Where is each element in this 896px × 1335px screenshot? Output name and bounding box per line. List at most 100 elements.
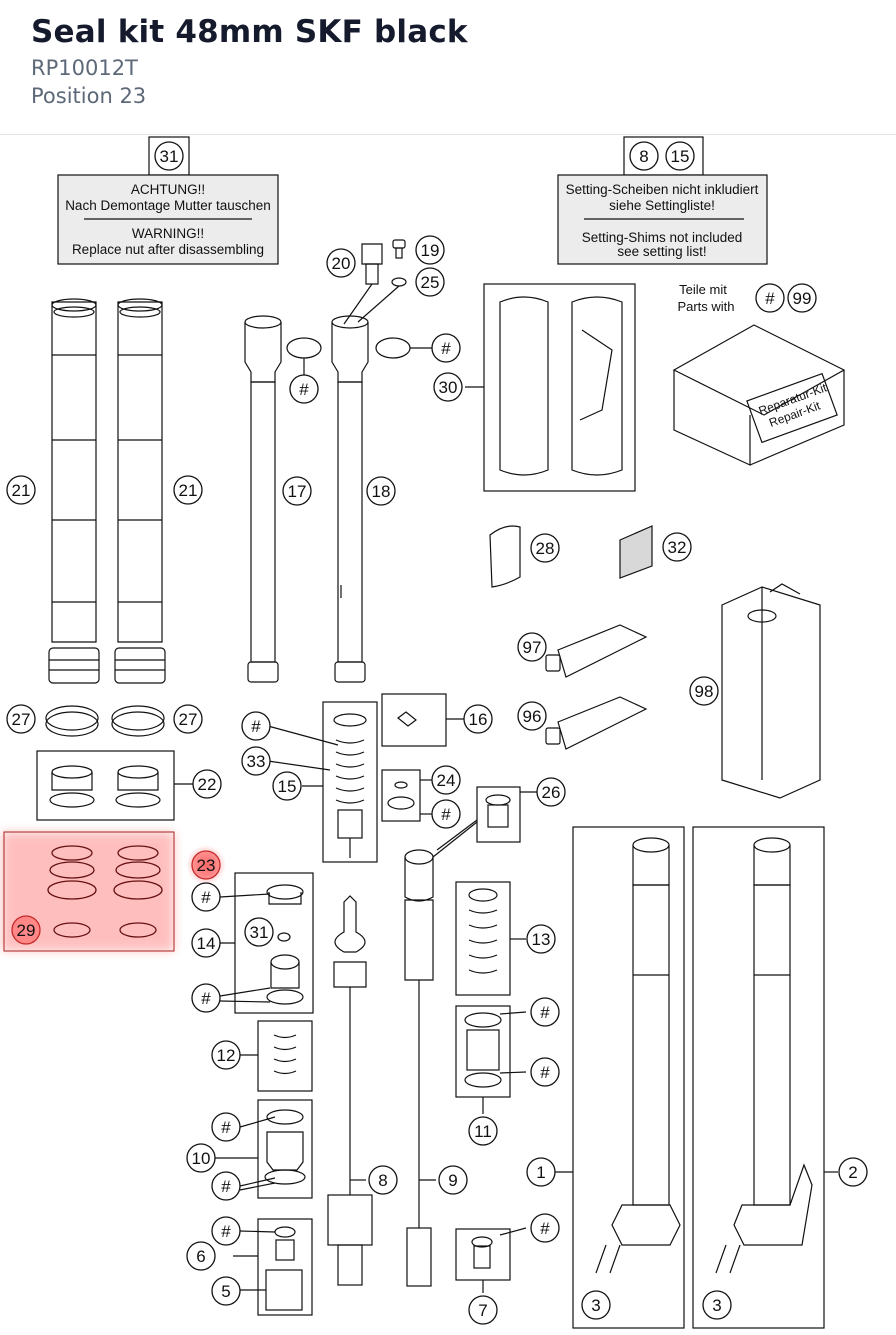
svg-text:#: # — [540, 1063, 550, 1082]
callout-hash-15[interactable]: # — [241, 711, 271, 741]
box-11[interactable] — [455, 1005, 511, 1098]
warning-de-text: Nach Demontage Mutter tauschen — [65, 198, 271, 213]
svg-text:17: 17 — [288, 482, 307, 501]
box-6-5[interactable] — [257, 1218, 313, 1316]
callout-hash-14-bottom[interactable]: # — [191, 983, 221, 1013]
callout-27-right[interactable]: 27 — [173, 704, 203, 734]
box-12[interactable] — [257, 1020, 313, 1092]
callout-hash-24[interactable]: # — [431, 799, 461, 829]
callout-20[interactable]: 20 — [326, 248, 356, 278]
nut-20[interactable] — [343, 243, 383, 325]
callout-28[interactable]: 28 — [530, 533, 560, 563]
callout-16[interactable]: 16 — [463, 704, 493, 734]
callout-11[interactable]: 11 — [468, 1116, 498, 1146]
outer-tube-21-left[interactable] — [48, 298, 100, 684]
damping-rod-8[interactable] — [327, 895, 373, 1286]
bushing-27-right[interactable] — [111, 705, 165, 737]
bushing-27-left[interactable] — [45, 705, 99, 737]
callout-17[interactable]: 17 — [282, 476, 312, 506]
grease-tube-97[interactable] — [545, 624, 648, 678]
screw-19[interactable] — [392, 239, 406, 259]
box-16[interactable] — [381, 693, 447, 747]
box-22[interactable] — [36, 750, 175, 821]
svg-text:#: # — [540, 1219, 550, 1238]
decal-32[interactable] — [619, 525, 653, 579]
svg-text:27: 27 — [179, 710, 198, 729]
svg-text:10: 10 — [192, 1149, 211, 1168]
callout-99[interactable]: 99 — [787, 283, 817, 313]
callout-31-nut[interactable]: 31 — [154, 141, 184, 171]
callout-hash-11-top[interactable]: # — [530, 997, 560, 1027]
callout-96[interactable]: 96 — [517, 701, 547, 731]
callout-29[interactable]: 29 — [11, 915, 41, 945]
callout-hash-10-bottom[interactable]: # — [211, 1171, 241, 1201]
box-24[interactable] — [381, 769, 421, 822]
callout-19[interactable]: 19 — [415, 235, 445, 265]
fork-leg-1[interactable] — [572, 826, 685, 1329]
oil-can-98[interactable] — [721, 583, 821, 799]
fork-guard-kit-30[interactable] — [483, 283, 636, 492]
decal-28[interactable] — [489, 525, 521, 588]
svg-text:26: 26 — [542, 783, 561, 802]
callout-26[interactable]: 26 — [536, 777, 566, 807]
callout-8-rod[interactable]: 8 — [368, 1165, 398, 1195]
callout-15-assembly[interactable]: 15 — [272, 771, 302, 801]
callout-22[interactable]: 22 — [192, 769, 222, 799]
svg-text:96: 96 — [523, 707, 542, 726]
callout-9[interactable]: 9 — [438, 1165, 468, 1195]
cartridge-17[interactable] — [244, 315, 282, 683]
callout-23-selected[interactable]: 23 — [191, 850, 221, 880]
washer-25 — [391, 277, 407, 287]
callout-6[interactable]: 6 — [186, 1241, 216, 1271]
callout-2[interactable]: 2 — [838, 1157, 868, 1187]
box-13[interactable] — [455, 881, 511, 996]
callout-1[interactable]: 1 — [526, 1157, 556, 1187]
callout-32[interactable]: 32 — [662, 532, 692, 562]
callout-13[interactable]: 13 — [526, 924, 556, 954]
callout-3-right[interactable]: 3 — [702, 1290, 732, 1320]
callout-hash-6[interactable]: # — [211, 1216, 241, 1246]
callout-21-right[interactable]: 21 — [173, 475, 203, 505]
callout-3-left[interactable]: 3 — [581, 1290, 611, 1320]
spring-assembly-15[interactable] — [322, 701, 378, 863]
callout-hash-oring-18[interactable]: # — [431, 333, 461, 363]
svg-text:#: # — [299, 380, 309, 399]
svg-text:31: 31 — [160, 147, 179, 166]
fork-leg-2[interactable] — [692, 826, 825, 1329]
callout-8-top[interactable]: 8 — [629, 141, 659, 171]
cartridge-18[interactable] — [331, 315, 369, 683]
callout-hash-oring-17[interactable]: # — [289, 374, 319, 404]
damping-rod-9[interactable] — [404, 821, 478, 1287]
callout-33[interactable]: 33 — [241, 746, 271, 776]
callout-24[interactable]: 24 — [431, 765, 461, 795]
callout-10[interactable]: 10 — [186, 1143, 216, 1173]
repair-kit-box[interactable] — [672, 324, 846, 466]
svg-text:23: 23 — [197, 856, 216, 875]
callout-hash-11-bottom[interactable]: # — [530, 1057, 560, 1087]
svg-text:6: 6 — [196, 1247, 205, 1266]
svg-text:25: 25 — [421, 273, 440, 292]
svg-text:18: 18 — [372, 482, 391, 501]
callout-97[interactable]: 97 — [517, 632, 547, 662]
callout-14[interactable]: 14 — [191, 928, 221, 958]
callout-12[interactable]: 12 — [211, 1040, 241, 1070]
callout-21-left[interactable]: 21 — [6, 475, 36, 505]
callout-31-box14[interactable]: 31 — [244, 917, 274, 947]
callout-5[interactable]: 5 — [211, 1276, 241, 1306]
callout-30[interactable]: 30 — [433, 372, 463, 402]
box-26[interactable] — [476, 786, 521, 843]
callout-hash-14-top[interactable]: # — [191, 882, 221, 912]
callout-98[interactable]: 98 — [689, 676, 719, 706]
grease-tube-96[interactable] — [545, 696, 648, 750]
callout-18[interactable]: 18 — [366, 476, 396, 506]
callout-15-top[interactable]: 15 — [665, 141, 695, 171]
callout-7[interactable]: 7 — [468, 1295, 498, 1325]
callout-27-left[interactable]: 27 — [6, 704, 36, 734]
callout-25[interactable]: 25 — [415, 267, 445, 297]
outer-tube-21-right[interactable] — [114, 298, 166, 684]
callout-hash-legend[interactable]: # — [755, 283, 785, 313]
callout-hash-10-top[interactable]: # — [211, 1112, 241, 1142]
callout-hash-7[interactable]: # — [530, 1213, 560, 1243]
box-10[interactable] — [257, 1099, 313, 1199]
